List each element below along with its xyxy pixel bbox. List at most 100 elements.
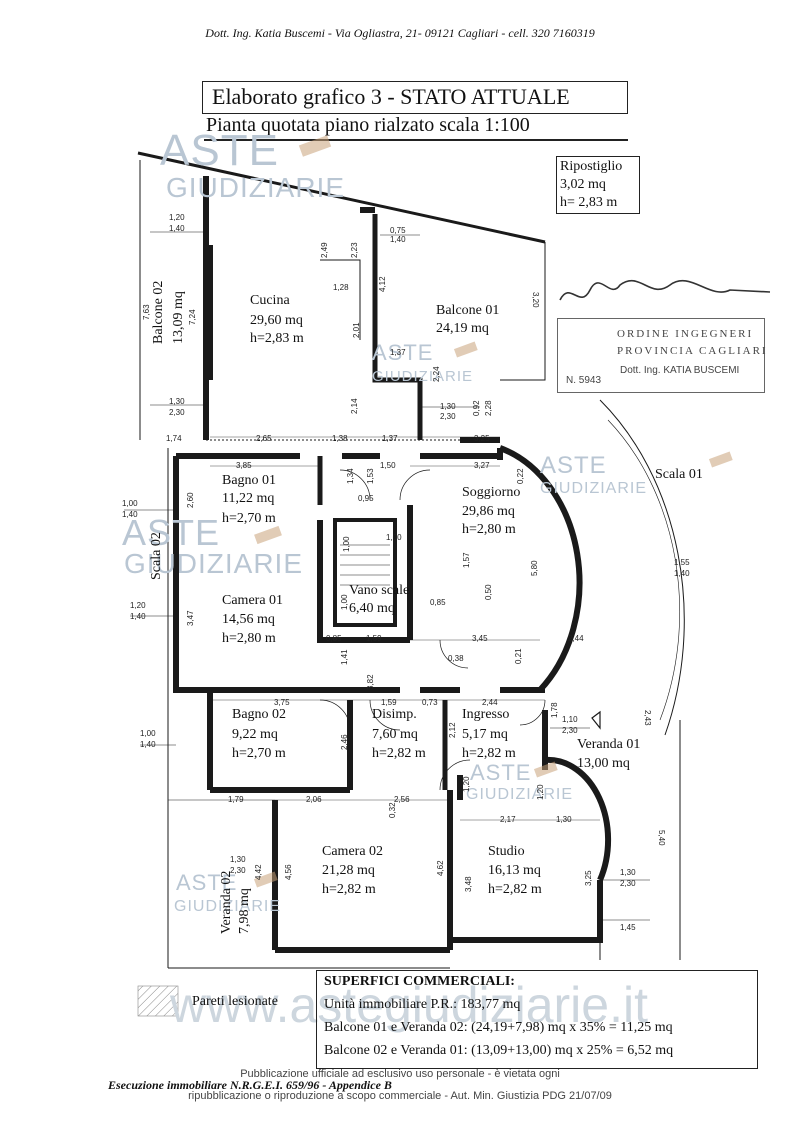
room-bagno02-height: h=2,70 m xyxy=(232,746,286,761)
subtitle-underline xyxy=(204,139,628,141)
dim-label: 1,30 xyxy=(556,815,572,824)
engineer-stamp xyxy=(557,318,765,393)
room-ingresso-height: h=2,82 m xyxy=(462,746,516,761)
superfici-row: Unità immobiliare P.R.: 183,77 mq xyxy=(324,997,521,1012)
watermark-gavels xyxy=(253,135,733,888)
dim-label: 0,32 xyxy=(388,802,397,818)
watermark-url: www.astegiudiziarie.it xyxy=(170,977,648,1033)
room-camera01-height: h=2,80 m xyxy=(222,631,276,646)
room-scala01-name: Scala 01 xyxy=(655,467,703,482)
dim-label: 1,45 xyxy=(620,923,636,932)
room-balcone02-name: Balcone 02 xyxy=(151,280,166,344)
dim-label: 0,50 xyxy=(484,584,493,600)
room-ripostiglio-area: 3,02 mq xyxy=(560,177,606,192)
dim-label: 1,41 xyxy=(340,649,349,665)
room-scala02-name: Scala 02 xyxy=(149,532,164,580)
dim-label: 1,20 xyxy=(536,784,545,800)
dim-label: 1,00 xyxy=(122,499,138,508)
room-ripostiglio-name: Ripostiglio xyxy=(560,159,623,174)
room-disimp-height: h=2,82 m xyxy=(372,746,426,761)
dim-label: 2,17 xyxy=(500,815,516,824)
dim-label: 3,20 xyxy=(531,292,540,308)
upper-slope-wall xyxy=(137,151,546,244)
dim-label: 2,30 xyxy=(562,726,578,735)
dim-label: 3,25 xyxy=(584,870,593,886)
dim-label: 2,49 xyxy=(320,242,329,258)
dim-label: 1,57 xyxy=(462,552,471,568)
dim-label: 1,00 xyxy=(140,729,156,738)
dim-label: 3,85 xyxy=(236,461,252,470)
dim-label: 1,50 xyxy=(380,461,396,470)
legend-pareti-lesionate: Pareti lesionate xyxy=(192,994,278,1009)
room-camera01-area: 14,56 mq xyxy=(222,612,275,627)
dim-label: 1,40 xyxy=(674,569,690,578)
dim-label: 2,65 xyxy=(256,434,272,443)
dim-label: 1,59 xyxy=(366,634,382,643)
room-veranda01-name: Veranda 01 xyxy=(577,737,641,752)
watermark-giudiziarie: GIUDIZIARIE xyxy=(166,172,346,203)
stamp-name: Dott. Ing. KATIA BUSCEMI xyxy=(620,365,740,376)
drawing-subtitle: Pianta quotata piano rialzato scala 1:10… xyxy=(206,114,530,136)
dim-label: 1,38 xyxy=(332,434,348,443)
dim-label: 0,38 xyxy=(448,654,464,663)
room-bagno01-area: 11,22 mq xyxy=(222,491,275,506)
stamp-line2: PROVINCIA CAGLIARI xyxy=(617,345,768,357)
room-veranda02-area: 7,98 mq xyxy=(237,888,252,934)
room-bagno01-height: h=2,70 m xyxy=(222,511,276,526)
room-camera02-height: h=2,82 m xyxy=(322,882,376,897)
dim-label: 3,25 xyxy=(474,434,490,443)
footer-notice-line2: ripubblicazione o riproduzione a scopo c… xyxy=(188,1090,612,1102)
watermark-giudiziarie: GIUDIZIARIE xyxy=(174,898,282,915)
superfici-box xyxy=(316,970,758,1069)
hatch-legend-swatch xyxy=(137,985,179,1017)
room-soggiorno-height: h=2,80 m xyxy=(462,522,516,537)
watermark-aste: ASTE xyxy=(122,512,221,553)
dim-label: 0,92 xyxy=(472,400,481,416)
dim-label: 3,82 xyxy=(366,674,375,690)
dim-label: 1,00 xyxy=(340,594,349,610)
dim-label: 0,22 xyxy=(516,468,525,484)
signature xyxy=(559,279,771,301)
room-cucina-name: Cucina xyxy=(250,293,290,308)
dim-label: 1,78 xyxy=(550,702,559,718)
room-ingresso-area: 5,17 mq xyxy=(462,727,508,742)
dim-label: 0,85 xyxy=(430,598,446,607)
watermark-aste: ASTE xyxy=(372,340,434,365)
dim-label: 1,30 xyxy=(169,397,185,406)
drawing-title: Elaborato grafico 3 - STATO ATTUALE xyxy=(212,84,570,109)
room-ingresso-name: Ingresso xyxy=(462,707,510,722)
dim-label: 3,45 xyxy=(472,634,488,643)
watermark-aste: ASTE xyxy=(540,452,607,479)
room-soggiorno-area: 29,86 mq xyxy=(462,504,515,519)
dim-label: 1,40 xyxy=(390,235,406,244)
dim-label: 1,59 xyxy=(381,698,397,707)
room-vano-area: 6,40 mq xyxy=(349,601,395,616)
room-camera01-name: Camera 01 xyxy=(222,593,284,608)
direction-marker xyxy=(591,710,601,730)
dim-label: 1,20 xyxy=(169,213,185,222)
dim-label: 2,46 xyxy=(340,734,349,750)
dim-label: 3,47 xyxy=(186,610,195,626)
dim-label: 1,00 xyxy=(342,536,351,552)
dim-label: 0,21 xyxy=(514,648,523,664)
superfici-row: Balcone 01 e Veranda 02: (24,19+7,98) mq… xyxy=(324,1020,673,1035)
footer-notice-line1: Pubblicazione ufficiale ad esclusivo uso… xyxy=(240,1068,560,1080)
watermark-giudiziarie: GIUDIZIARIE xyxy=(466,786,574,803)
dim-label: 1,79 xyxy=(228,795,244,804)
dim-label: 2,01 xyxy=(352,322,361,338)
dim-label: 1,55 xyxy=(674,558,690,567)
dim-label: 1,00 xyxy=(386,533,402,542)
dim-label: 2,60 xyxy=(186,492,195,508)
room-bagno01-name: Bagno 01 xyxy=(222,473,277,488)
room-disimp-area: 7,60 mq xyxy=(372,727,418,742)
header-contact: Dott. Ing. Katia Buscemi - Via Ogliastra… xyxy=(205,26,595,40)
dim-label: 2,28 xyxy=(484,400,493,416)
superfici-title: SUPERFICI COMMERCIALI: xyxy=(324,974,515,989)
room-balcone01-area: 24,19 mq xyxy=(436,321,489,336)
watermark-giudiziarie: GIUDIZIARIE xyxy=(124,548,304,579)
dim-label: 1,20 xyxy=(130,601,146,610)
room-bagno02-name: Bagno 02 xyxy=(232,707,287,722)
dim-label: 3,75 xyxy=(274,698,290,707)
dim-label: 1,34 xyxy=(346,468,355,484)
dim-label: 2,30 xyxy=(440,412,456,421)
